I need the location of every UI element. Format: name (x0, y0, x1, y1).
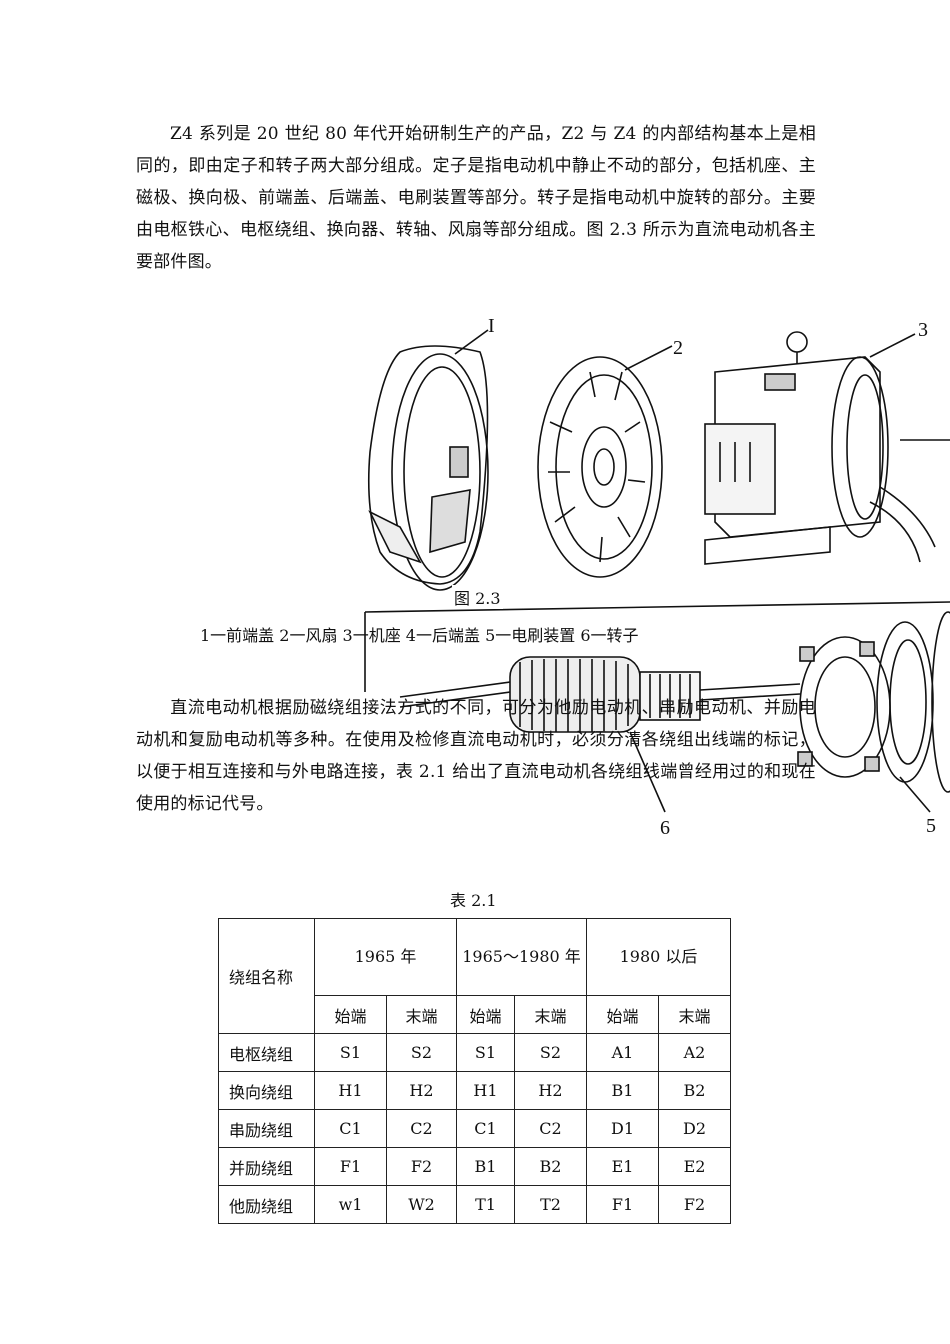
figure-legend: 1一前端盖 2一风扇 3一机座 4一后端盖 5一电刷装置 6一转子 (200, 626, 639, 645)
table-cell: H1 (456, 1071, 515, 1110)
table-cell: S1 (314, 1033, 387, 1072)
table-cell: S2 (386, 1033, 457, 1072)
table-cell: C2 (386, 1109, 457, 1148)
intro-paragraph-text: Z4 系列是 20 世纪 80 年代开始研制生产的产品，Z2 与 Z4 的内部结… (136, 124, 816, 272)
table-cell: E2 (658, 1147, 731, 1186)
fan-drawing (537, 356, 663, 578)
table-cell: A1 (586, 1033, 659, 1072)
table-cell: H2 (514, 1071, 587, 1110)
table-cell: C1 (456, 1109, 515, 1148)
winding-name: 他励绕组 (218, 1185, 315, 1224)
table-cell: F1 (314, 1147, 387, 1186)
winding-name: 电枢绕组 (218, 1033, 315, 1072)
table-cell: C1 (314, 1109, 387, 1148)
table-header-row: 绕组名称 1965 年 1965～1980 年 1980 以后 (218, 918, 731, 1034)
table-cell: F1 (586, 1185, 659, 1224)
table-cell: D2 (658, 1109, 731, 1148)
callout-2: 2 (673, 337, 683, 359)
second-paragraph-text: 直流电动机根据励磁绕组接法方式的不同，可分为他励电动机、串励电动机、并励电动机和… (136, 698, 816, 814)
callout-line-1 (454, 329, 489, 355)
table-cell: B1 (586, 1071, 659, 1110)
winding-name: 串励绕组 (218, 1109, 315, 1148)
intro-paragraph: Z4 系列是 20 世纪 80 年代开始研制生产的产品，Z2 与 Z4 的内部结… (136, 118, 816, 278)
group-header-1965: 1965 年 (314, 918, 457, 996)
sub-header-end: 末端 (386, 995, 457, 1034)
callout-6: 6 (660, 817, 670, 839)
sub-header-start: 始端 (314, 995, 387, 1034)
table-cell: B2 (514, 1147, 587, 1186)
table-cell: S2 (514, 1033, 587, 1072)
table-row: 串励绕组 C1 C2 C1 C2 D1 D2 (218, 1109, 731, 1148)
brush-gear-drawing (797, 611, 950, 793)
table-cell: T1 (456, 1185, 515, 1224)
table-row: 并励绕组 F1 F2 B1 B2 E1 E2 (218, 1147, 731, 1186)
sub-header-end: 末端 (514, 995, 587, 1034)
table-caption: 表 2.1 (450, 891, 497, 910)
table-cell: B2 (658, 1071, 731, 1110)
callout-line-6 (629, 731, 666, 813)
front-end-cover-drawing (367, 345, 489, 591)
table-cell: w1 (314, 1185, 387, 1224)
frame-drawing (704, 331, 936, 565)
winding-name: 换向绕组 (218, 1071, 315, 1110)
table-row: 换向绕组 H1 H2 H1 H2 B1 B2 (218, 1071, 731, 1110)
callout-5: 5 (926, 815, 936, 837)
table-cell: C2 (514, 1109, 587, 1148)
table-cell: H2 (386, 1071, 457, 1110)
table-cell: B1 (456, 1147, 515, 1186)
table-cell: A2 (658, 1033, 731, 1072)
table-cell: F2 (386, 1147, 457, 1186)
group-header-1965-1980: 1965～1980 年 (456, 918, 587, 996)
table-row: 电枢绕组 S1 S2 S1 S2 A1 A2 (218, 1033, 731, 1072)
assembly-guide-line (364, 601, 950, 613)
rotor-drawing (399, 656, 801, 733)
second-paragraph: 直流电动机根据励磁绕组接法方式的不同，可分为他励电动机、串励电动机、并励电动机和… (136, 692, 816, 820)
table-cell: S1 (456, 1033, 515, 1072)
table-cell: H1 (314, 1071, 387, 1110)
table-row: 他励绕组 w1 W2 T1 T2 F1 F2 (218, 1185, 731, 1224)
sub-header-start: 始端 (456, 995, 515, 1034)
table-subheader-row: 始端 末端 始端 末端 始端 末端 (219, 995, 731, 1034)
winding-name: 并励绕组 (218, 1147, 315, 1186)
table-cell: W2 (386, 1185, 457, 1224)
table-cell: F2 (658, 1185, 731, 1224)
figure-caption: 图 2.3 (452, 585, 503, 609)
winding-name-header: 绕组名称 (218, 918, 315, 1034)
winding-terminal-marking-table: 绕组名称 1965 年 1965～1980 年 1980 以后 始端 末端 始端… (218, 918, 731, 1224)
sub-header-end: 末端 (658, 995, 731, 1034)
callout-1: I (488, 315, 495, 337)
callout-line-5 (899, 776, 931, 813)
callout-line-2 (624, 345, 673, 371)
table-cell: E1 (586, 1147, 659, 1186)
callout-line-3 (869, 333, 916, 358)
sub-header-start: 始端 (586, 995, 659, 1034)
table-cell: T2 (514, 1185, 587, 1224)
group-header-after-1980: 1980 以后 (586, 918, 731, 996)
callout-3: 3 (918, 319, 928, 341)
motor-exploded-view-illustration: I 2 3 6 (364, 315, 950, 839)
table-cell: D1 (586, 1109, 659, 1148)
